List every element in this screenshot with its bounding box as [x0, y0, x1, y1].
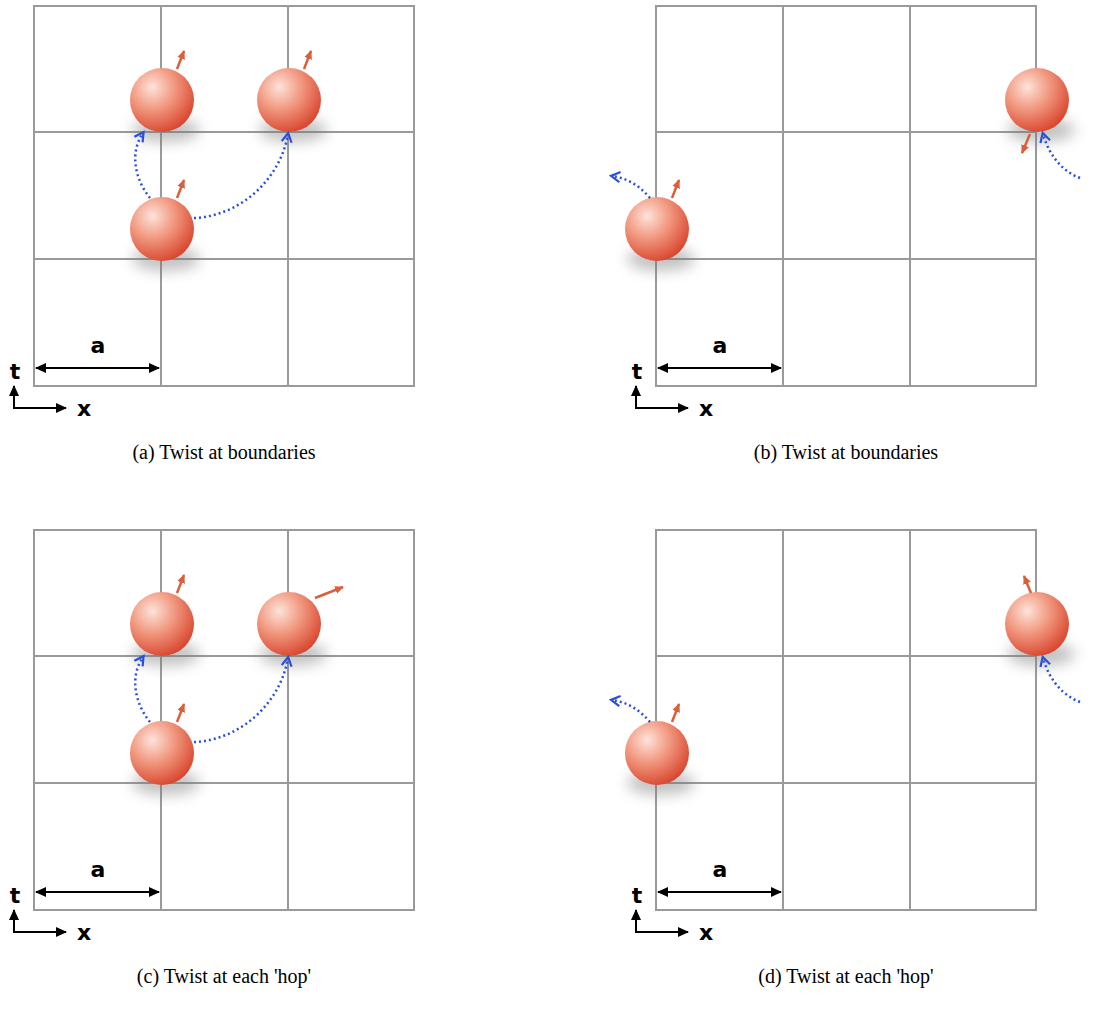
axis-label: t: [632, 885, 643, 907]
axis-label: x: [699, 398, 713, 420]
spacing-label: a: [713, 335, 728, 357]
axis-label: x: [77, 922, 91, 944]
axis-label: t: [10, 361, 21, 383]
spacing-label: a: [713, 859, 728, 881]
axis-label: t: [10, 885, 21, 907]
subfigure-caption: (b) Twist at boundaries: [754, 442, 938, 462]
spacing-label: a: [91, 859, 106, 881]
subfigure-caption: (d) Twist at each 'hop': [758, 966, 933, 986]
spacing-label: a: [91, 335, 106, 357]
axis-label: x: [699, 922, 713, 944]
axis-label: x: [77, 398, 91, 420]
axis-label: t: [632, 361, 643, 383]
subfigure-caption: (a) Twist at boundaries: [132, 442, 315, 462]
subfigure-caption: (c) Twist at each 'hop': [137, 966, 311, 986]
